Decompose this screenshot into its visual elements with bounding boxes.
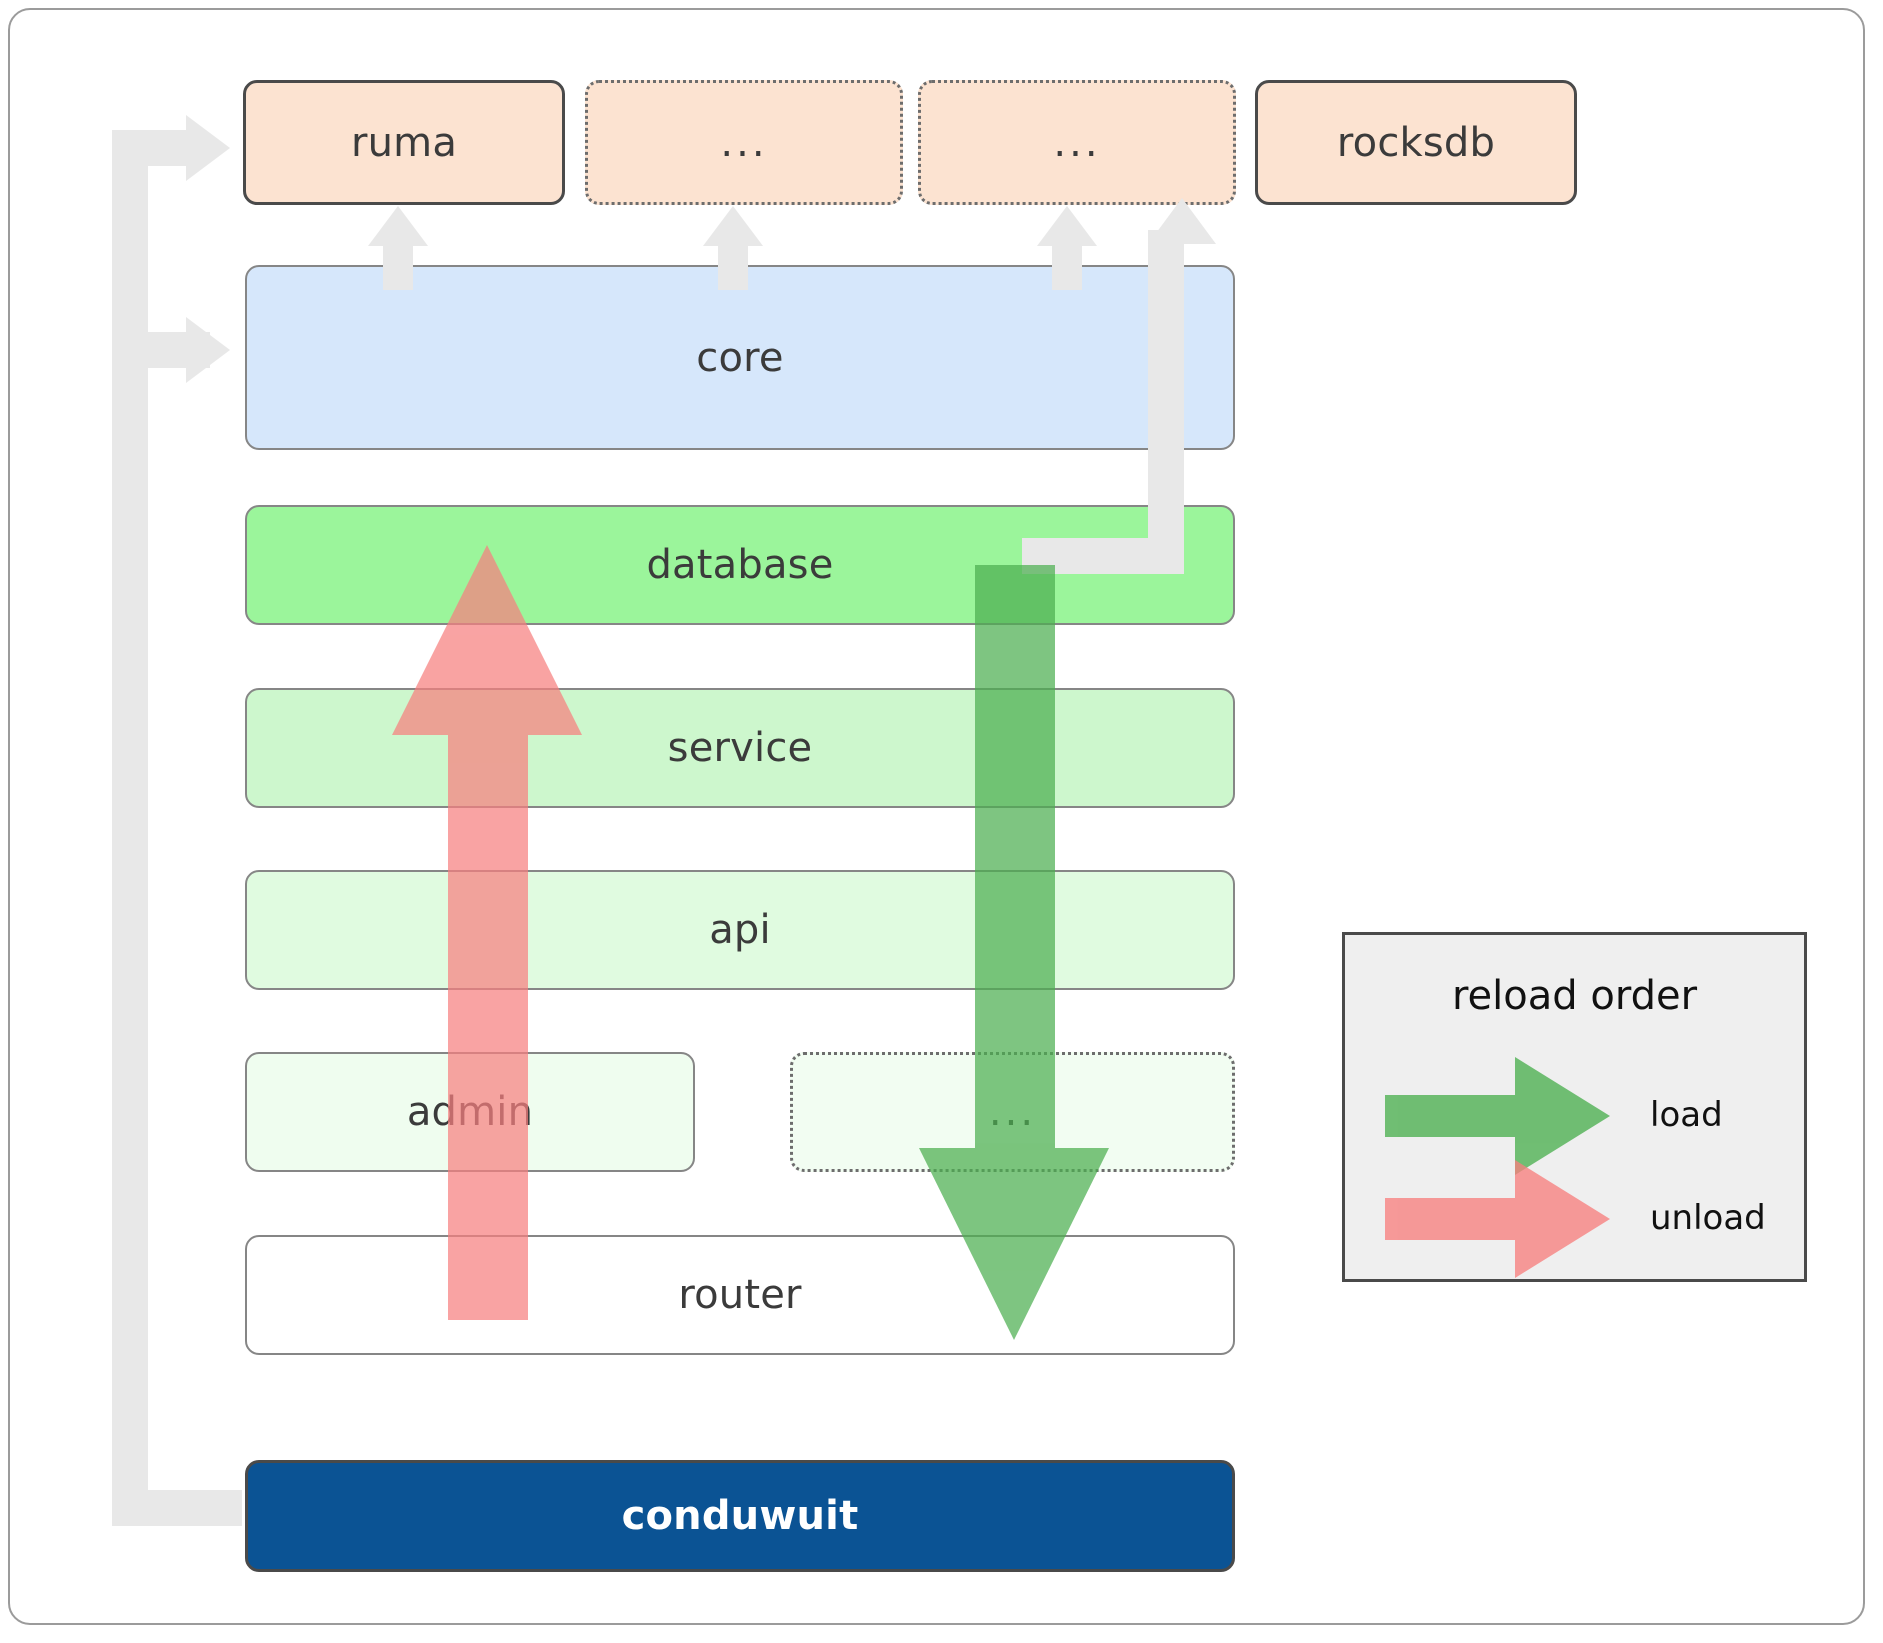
legend-panel: reload order load unload	[1342, 932, 1807, 1282]
application-box-conduwuit[interactable]: conduwuit	[245, 1460, 1235, 1572]
legend-label-load: load	[1650, 1095, 1723, 1135]
layer-label-service: service	[667, 725, 813, 771]
dependency-box-dep-3[interactable]: ...	[918, 80, 1236, 205]
layer-label-api: api	[709, 907, 771, 953]
layer-box-router[interactable]: router	[245, 1235, 1235, 1355]
dependency-box-rocksdb[interactable]: rocksdb	[1255, 80, 1577, 205]
legend-label-unload: unload	[1650, 1198, 1766, 1238]
layer-box-core[interactable]: core	[245, 265, 1235, 450]
unload-arrow-large	[392, 545, 582, 1320]
layer-box-api[interactable]: api	[245, 870, 1235, 990]
dependency-box-dep-2[interactable]: ...	[585, 80, 903, 205]
layer-label-database: database	[646, 542, 834, 588]
dependency-label-rocksdb: rocksdb	[1336, 119, 1496, 166]
dependency-box-ruma[interactable]: ruma	[243, 80, 565, 205]
application-label-conduwuit: conduwuit	[621, 1493, 859, 1539]
legend-arrow-swatches	[1385, 1057, 1610, 1278]
layer-label-core: core	[696, 334, 784, 381]
legend-title: reload order	[1451, 973, 1698, 1019]
load-arrow-large	[919, 565, 1109, 1340]
dependency-label-ruma: ruma	[350, 119, 458, 166]
layer-label-router: router	[678, 1272, 802, 1318]
legend-load-arrow-icon	[1385, 1057, 1610, 1175]
legend-unload-arrow-icon	[1385, 1160, 1610, 1278]
layer-box-service[interactable]: service	[245, 688, 1235, 808]
